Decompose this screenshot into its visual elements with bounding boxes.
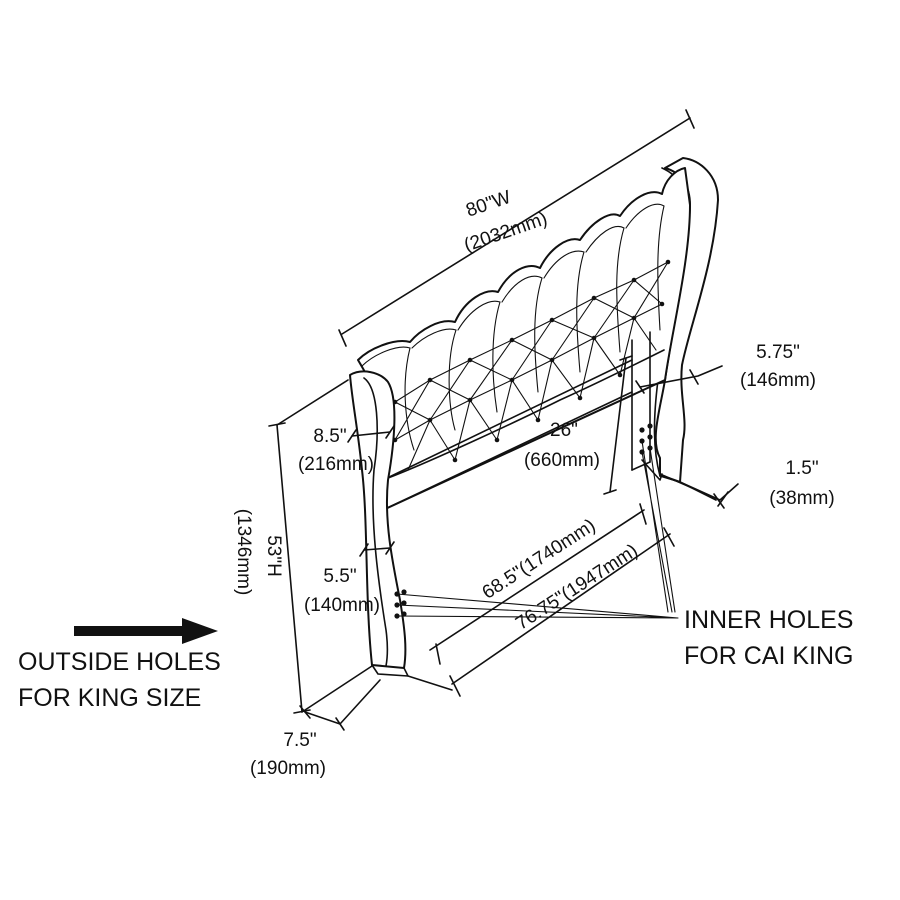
dim-wing-metric: (146mm) bbox=[740, 370, 816, 391]
leader-lines bbox=[396, 440, 679, 619]
outside-holes-label-1: OUTSIDE HOLES bbox=[18, 648, 221, 676]
dim-post-imperial: 5.5" bbox=[323, 566, 356, 587]
dim-rail-imperial: 26" bbox=[550, 420, 578, 441]
dim-thick-imperial: 1.5" bbox=[785, 458, 818, 479]
dim-top-imperial: 8.5" bbox=[313, 426, 346, 447]
left-leg bbox=[349, 370, 409, 677]
dim-top-metric: (216mm) bbox=[298, 454, 374, 475]
inner-holes-label-1: INNER HOLES bbox=[684, 606, 853, 634]
dim-post-metric: (140mm) bbox=[304, 595, 380, 616]
dim-base-imperial: 7.5" bbox=[283, 730, 316, 751]
svg-text:80"W: 80"W bbox=[463, 187, 513, 222]
svg-text:53"H: 53"H bbox=[263, 535, 284, 577]
dim-wing-imperial: 5.75" bbox=[756, 342, 800, 363]
outside-holes-label-2: FOR KING SIZE bbox=[18, 684, 201, 712]
svg-text:(1346mm): (1346mm) bbox=[233, 509, 254, 596]
inner-holes-label-2: FOR CAI KING bbox=[684, 642, 853, 670]
arrow-right-icon bbox=[74, 618, 218, 644]
dim-rail-metric: (660mm) bbox=[524, 450, 600, 471]
dimension-lines bbox=[268, 109, 739, 731]
dim-base-metric: (190mm) bbox=[250, 758, 326, 779]
dim-height-text: (1346mm) 53"H bbox=[233, 509, 284, 596]
dim-width-text: 80"W (2032mm) bbox=[461, 187, 550, 257]
dim-thick-metric: (38mm) bbox=[769, 488, 834, 509]
headboard-panel bbox=[357, 167, 691, 511]
